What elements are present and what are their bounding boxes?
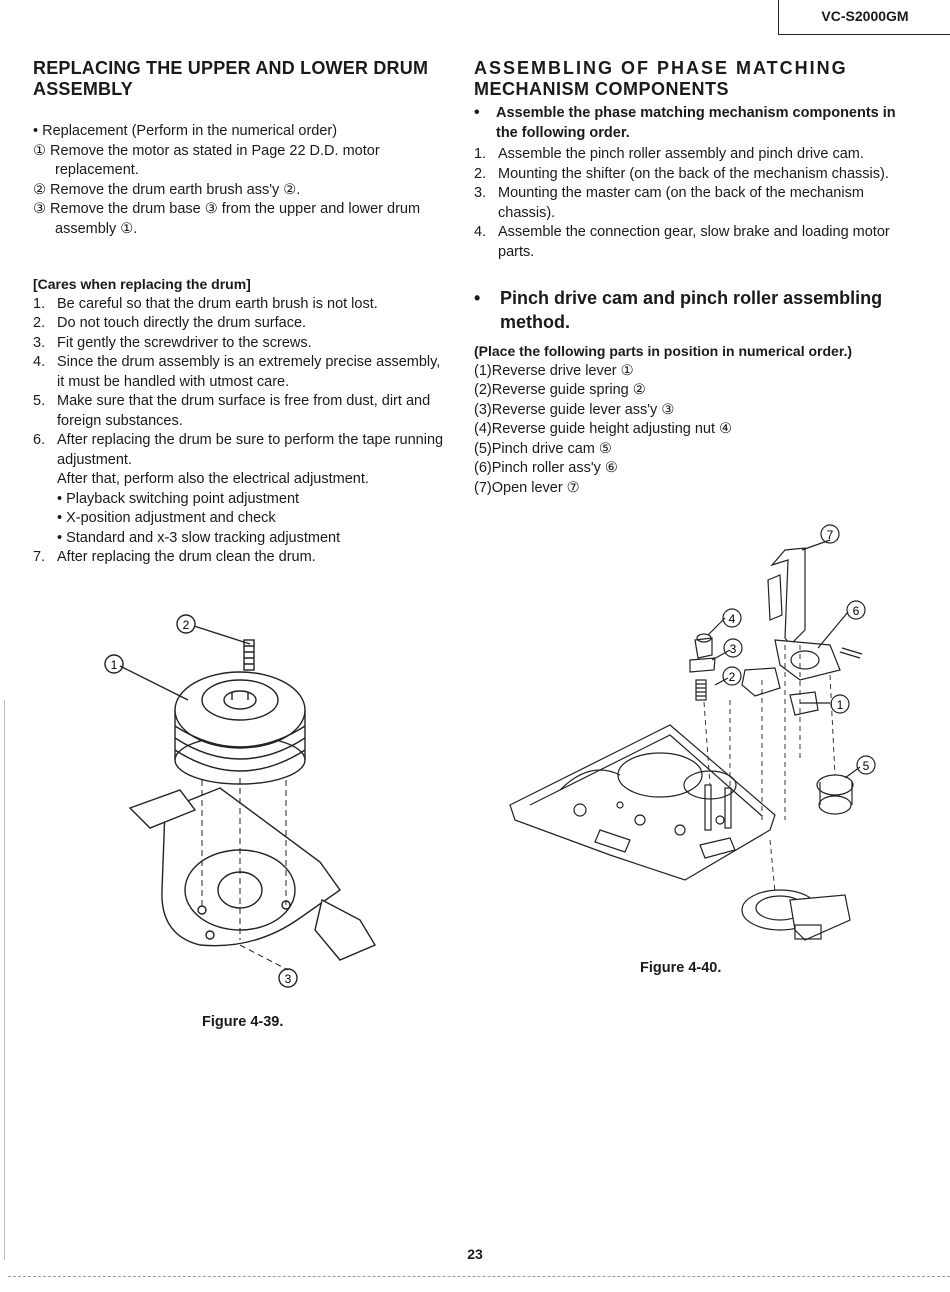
care-6-after: After that, perform also the electrical … [57,471,369,487]
right-column: ASSEMBLING OF PHASE MATCHING MECHANISM C… [474,58,898,498]
place-note: (Place the following parts in position i… [474,343,853,359]
callout-2: 2 [183,618,190,632]
cares-list: 1. Be careful so that the drum earth brus… [33,295,451,568]
phase-step: 1. Assemble the pinch roller assembly and… [474,145,898,165]
step-text: Assemble the pinch roller assembly and p… [498,146,864,162]
model-number: VC-S2000GM [778,0,950,35]
callout-7: 7 [827,528,834,542]
margin-rule [4,700,5,1260]
callout-6: 6 [853,604,860,618]
drum-title-line1: REPLACING THE UPPER AND LOWER DRUM [33,58,429,78]
part-item: (3)Reverse guide lever ass'y ③ [474,401,675,418]
care-item: 3. Fit gently the screwdriver to the scre… [33,334,451,354]
part-item: (4)Reverse guide height adjusting nut ④ [474,421,733,437]
callout-1: 1 [837,698,844,712]
figure-4-39-caption: Figure 4-39. [202,1014,284,1030]
footer-rule [8,1276,950,1277]
step-text: Mounting the shifter (on the back of the… [498,165,889,182]
phase-step: 2. Mounting the shifter (on the back of t… [474,165,898,185]
callout-2: 2 [729,670,736,684]
step-text: Assemble the connection gear, slow brake… [498,224,890,260]
care-number: 1. [33,295,46,312]
care-item: 6. After replacing the drum be sure to p… [33,431,451,548]
care-text: Make sure that the drum surface is free … [57,393,431,429]
care-text: After replacing the drum be sure to perf… [57,431,451,548]
drum-step-2: ② Remove the drum earth brush ass'y ②. [33,181,301,198]
phase-section-title: ASSEMBLING OF PHASE MATCHING MECHANISM C… [474,58,898,100]
cares-heading: [Cares when replacing the drum] [33,276,251,292]
care-item: 7. After replacing the drum clean the dru… [33,548,451,568]
step-number: 3. [474,185,487,201]
care-item: 2. Do not touch directly the drum surface… [33,314,451,334]
step-number: 1. [474,146,487,162]
phase-step: 3. Mounting the master cam (on the back o… [474,184,898,223]
bullet-mark: • [474,288,481,308]
care-item: 4. Since the drum assembly is an extremel… [33,353,451,392]
phase-step: 4. Assemble the connection gear, slow bra… [474,223,898,262]
care-number: 3. [33,334,46,351]
care-text: Since the drum assembly is an extremely … [57,354,441,390]
step-number: 2. [474,165,487,182]
pinch-section-text: Pinch drive cam and pinch roller assembl… [500,288,883,332]
care-number: 4. [33,354,46,370]
page-number: 23 [467,1246,483,1262]
phase-steps: 1. Assemble the pinch roller assembly and… [474,145,898,262]
step-text: Mounting the master cam (on the back of … [498,185,864,221]
callout-3: 3 [285,972,292,986]
drum-section-title: REPLACING THE UPPER AND LOWER DRUM ASSEM… [33,58,451,100]
part-item: (7)Open lever ⑦ [474,479,580,496]
adjustment-item: • X-position adjustment and check [57,510,276,526]
care-number: 5. [33,393,46,409]
care-text: Fit gently the screwdriver to the screws… [57,334,312,351]
step-number: 4. [474,224,487,240]
phase-title-line1: ASSEMBLING OF PHASE MATCHING [474,58,848,78]
parts-list: (1)Reverse drive lever ① (2)Reverse guid… [474,362,898,499]
care-number: 6. [33,432,46,448]
figure-4-40-caption: Figure 4-40. [640,960,722,976]
part-item: (2)Reverse guide spring ② [474,382,646,398]
care-text: Be careful so that the drum earth brush … [57,295,378,312]
bullet-mark: • [474,104,480,121]
part-item: (6)Pinch roller ass'y ⑥ [474,460,618,476]
drum-title-line2: ASSEMBLY [33,79,133,99]
mechanism-chassis-figure: 1 2 3 4 5 6 7 [509,524,876,941]
replacement-intro: • Replacement (Perform in the numerical … [33,123,338,139]
care-number: 2. [33,315,46,331]
care-number: 7. [33,549,46,565]
care-item: 5. Make sure that the drum surface is fre… [33,392,451,431]
pinch-section-title: • Pinch drive cam and pinch roller assem… [474,286,898,334]
callout-1: 1 [111,658,118,672]
adjustment-item: • Standard and x-3 slow tracking adjustm… [57,529,341,546]
left-column: REPLACING THE UPPER AND LOWER DRUM ASSEM… [33,58,451,568]
callout-4: 4 [729,612,736,626]
care-6-text: After replacing the drum be sure to perf… [57,432,444,468]
drum-step-1: ① Remove the motor as stated in Page 22 … [33,142,380,179]
drum-step-3: ③ Remove the drum base ③ from the upper … [33,201,421,237]
callout-5: 5 [863,759,870,773]
care-item: 1. Be careful so that the drum earth brus… [33,295,451,315]
callout-3: 3 [730,642,737,656]
part-item: (5)Pinch drive cam ⑤ [474,440,612,457]
phase-title-line2: MECHANISM COMPONENTS [474,79,730,99]
phase-order-text: Assemble the phase matching mechanism co… [496,105,896,141]
adjustment-item: • Playback switching point adjustment [57,490,300,507]
care-text: After replacing the drum clean the drum. [57,549,316,565]
part-item: (1)Reverse drive lever ① [474,362,634,379]
phase-order-note: • Assemble the phase matching mechanism … [474,104,898,143]
care-text: Do not touch directly the drum surface. [57,315,307,331]
drum-assembly-figure: 1 2 3 [104,614,377,988]
